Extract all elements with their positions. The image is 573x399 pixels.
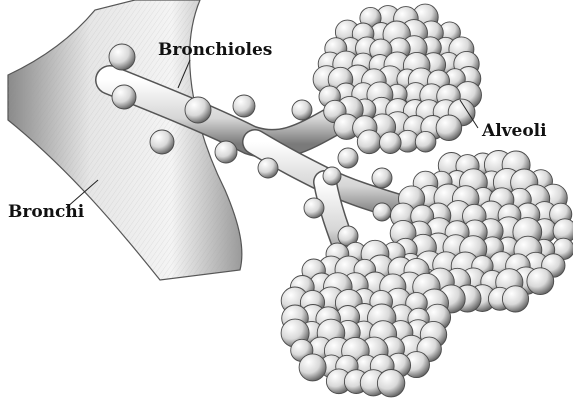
alveolus xyxy=(502,286,528,312)
alveolus xyxy=(436,115,462,141)
bronchiole-bud xyxy=(109,44,135,70)
alveolus xyxy=(377,370,404,397)
alveolus xyxy=(527,268,554,295)
label-alveoli: Alveoli xyxy=(482,123,547,140)
bronchiole-bud xyxy=(215,141,237,163)
alveolus xyxy=(380,132,402,154)
bronchiole-bud xyxy=(373,203,391,221)
bronchiole-bud xyxy=(258,158,278,178)
bronchiole-bud xyxy=(292,100,312,120)
label-bronchi: Bronchi xyxy=(8,204,84,221)
alveolus xyxy=(299,354,326,381)
bronchiole-bud xyxy=(150,130,174,154)
alveolus xyxy=(357,130,381,154)
alveolus xyxy=(415,131,436,152)
bronchiole-bud xyxy=(233,95,255,117)
alveolar-sac-lower xyxy=(281,240,451,397)
bronchiole-bud xyxy=(372,168,392,188)
bronchiole-bud xyxy=(338,148,358,168)
bronchiole-bud xyxy=(112,85,136,109)
bronchiole-bud xyxy=(304,198,324,218)
bronchiole-bud xyxy=(323,167,341,185)
bronchiole-bud xyxy=(185,97,211,123)
label-bronchioles: Bronchioles xyxy=(158,42,272,59)
alveolar-sac-upper xyxy=(313,4,481,154)
